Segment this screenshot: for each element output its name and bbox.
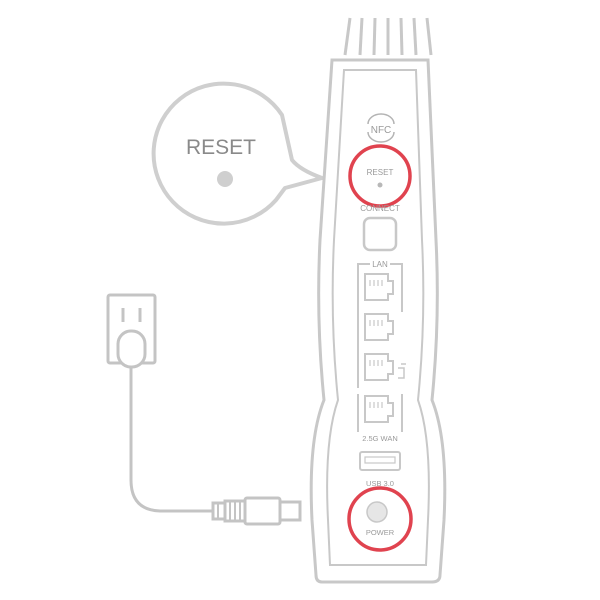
power-highlight-ring — [347, 486, 413, 552]
reset-pinhole[interactable] — [377, 182, 383, 188]
connect-label: CONNECT — [360, 204, 400, 213]
power-button-area[interactable]: POWER — [347, 486, 413, 552]
callout-reset-label: RESET — [186, 136, 256, 159]
callout-reset-hole — [217, 171, 233, 187]
lan-port-3-indicator-icon — [398, 363, 406, 379]
usb-port[interactable] — [359, 451, 401, 471]
lan-bracket — [357, 263, 403, 388]
lan-label: LAN — [372, 260, 388, 269]
power-port[interactable] — [366, 501, 388, 523]
power-cable — [129, 367, 213, 513]
connect-button[interactable] — [362, 216, 398, 252]
connect-button-area[interactable]: CONNECT — [360, 204, 400, 252]
lan-port-group: LAN — [357, 260, 406, 388]
lan-port-3[interactable] — [364, 353, 394, 381]
outlet-plug — [116, 329, 147, 369]
wan-port[interactable] — [364, 395, 394, 423]
lan-port-1[interactable] — [364, 273, 394, 301]
usb-label: USB 3.0 — [366, 479, 394, 488]
wan-bracket — [357, 394, 403, 432]
nfc-badge: NFC — [367, 113, 395, 143]
nfc-label: NFC — [371, 125, 392, 136]
wan-label: 2.5G WAN — [362, 434, 398, 443]
lan-port-2[interactable] — [364, 313, 394, 341]
reset-highlight-ring — [348, 144, 412, 208]
usb-port-tongue — [364, 456, 396, 464]
reset-callout: RESET — [151, 81, 324, 226]
nfc-icon — [367, 113, 395, 143]
power-outlet-and-cable — [106, 293, 302, 526]
power-label: POWER — [366, 528, 395, 537]
usb-port-area: USB 3.0 — [359, 451, 401, 488]
reset-label: RESET — [367, 168, 394, 177]
router-inner-panel — [326, 69, 430, 566]
dc-plug-connector — [211, 496, 302, 526]
router-top-vents — [343, 17, 433, 56]
callout-bubble — [151, 81, 324, 226]
wan-port-group: 2.5G WAN — [357, 394, 403, 443]
reset-button-area[interactable]: RESET — [348, 144, 412, 208]
